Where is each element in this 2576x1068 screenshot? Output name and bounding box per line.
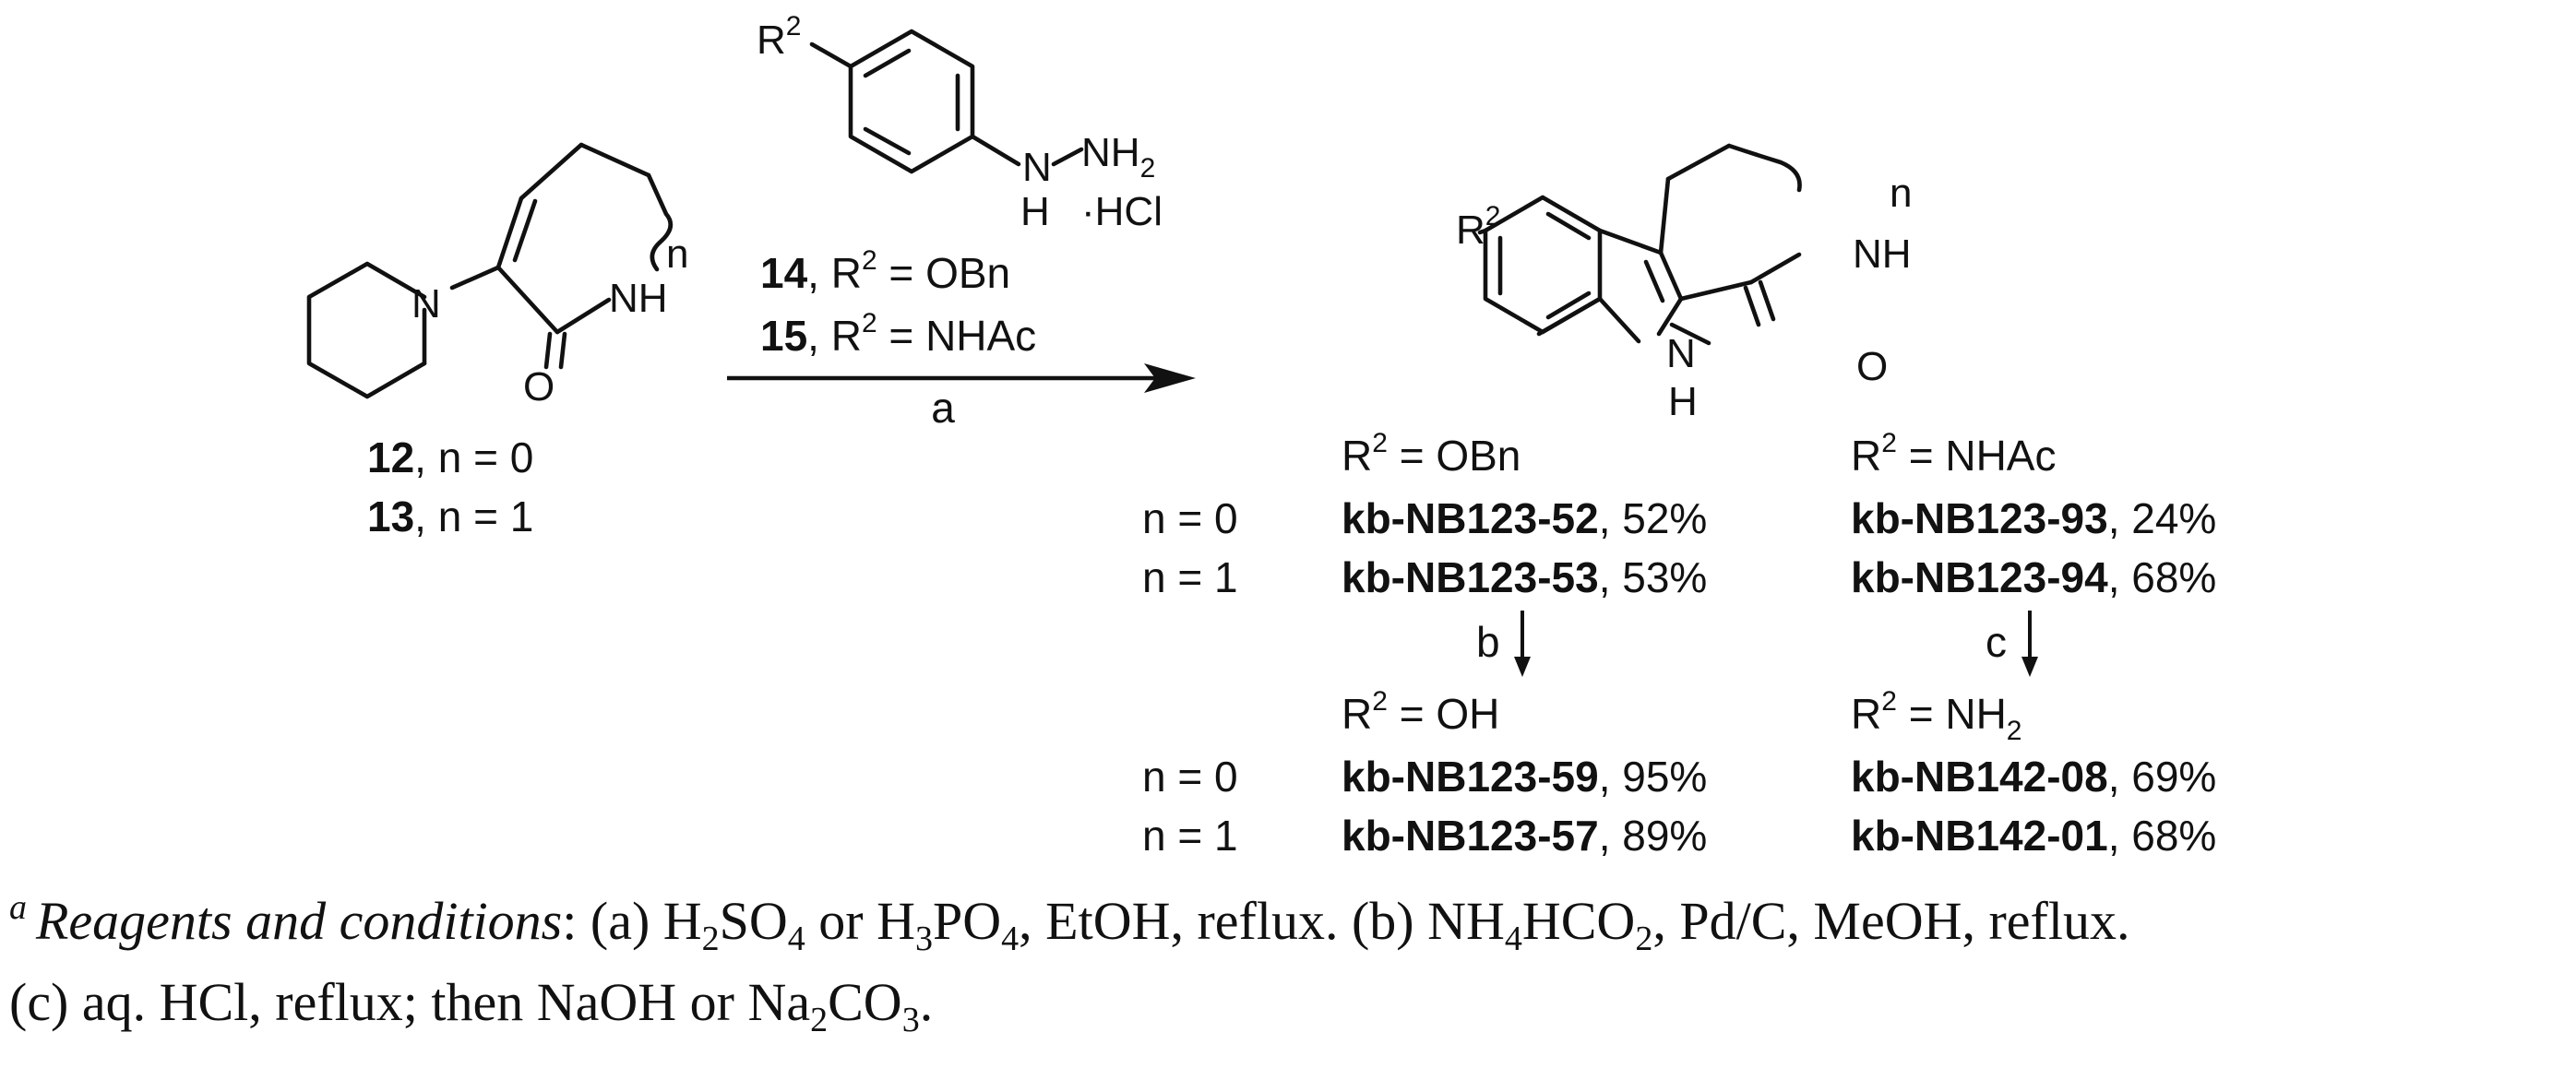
piperidine-ring [306,261,427,399]
step-c-label: c [1986,618,2007,666]
cell-kb-nb142-01: kb-NB142-01, 68% [1851,812,2216,860]
footnote-line-2: (c) aq. HCl, reflux; then NaOH or Na2CO3… [9,972,933,1039]
reactant-amine-label: N [411,281,441,326]
cell-kb-nb123-57: kb-NB123-57, 89% [1342,812,1707,860]
bond-c2-co [1678,279,1754,302]
reagent-r-label: R2 [757,11,801,63]
product-ring-expansion [1726,143,1802,193]
cell-kb-nb123-94: kb-NB123-94, 68% [1851,553,2216,601]
phenyl-inner-3 [863,126,912,156]
reagent-14-label: 14, R2 = OBn [760,245,1010,297]
bond-c5-c6 [578,142,651,178]
product-ring-label: n [1890,171,1912,216]
reactant-ring-label: n [666,231,688,277]
product-structure: R2 n NH N H O [1456,143,1912,424]
cell-kb-nb142-08: kb-NB142-08, 69% [1851,753,2216,801]
header-oh: R2 = OH [1342,686,1499,738]
reactant-nh-label: NH [609,276,668,321]
bond-c2-c3 [495,265,560,335]
cell-kb-nb123-93: kb-NB123-93, 24% [1851,494,2216,542]
reagent-hcl-label: ·HCl [1081,189,1163,234]
bond-co-2 [558,331,567,370]
reagent-h-label: H [1020,189,1050,234]
bond-c3-c2-double [1643,259,1665,303]
step-c-arrow [2021,611,2038,677]
ring-expansion-bond [646,172,674,272]
bond-c3a-c3 [1597,228,1664,255]
bond-n-c3 [449,265,501,291]
bond-nh-c2 [555,297,612,335]
cell-kb-nb123-59: kb-NB123-59, 95% [1342,753,1707,801]
header-nhac: R2 = NHAc [1851,428,2056,480]
reactant-oxygen-label: O [523,364,555,409]
bond-n1-c7a-b [1597,296,1641,344]
bond-n1-c7a [1669,322,1711,346]
bond-co-o-1 [1743,285,1761,327]
reagent-structure: R2 N NH2 H ·HCl [757,11,1163,234]
row-label-n0-top: n = 0 [1142,494,1238,542]
bond-c3-c4-double [512,198,538,263]
benzo-ring-outline [1483,195,1603,335]
bond-co-o-2 [1758,279,1776,322]
step-b-label: b [1476,618,1500,666]
row-label-n1-top: n = 1 [1142,553,1238,601]
reagent-15-label: 15, R2 = NHAc [760,308,1036,360]
product-r-label: R2 [1456,201,1500,253]
product-indole-n: N [1666,331,1696,376]
bond-c3-c4 [495,196,524,270]
bond-ch2-ch2 [1665,143,1732,182]
bond-c4-c5 [519,142,584,201]
phenyl-inner-1 [863,48,912,78]
phenyl-ring [848,29,975,174]
row-label-n0-bottom: n = 0 [1142,753,1238,801]
cell-kb-nb123-53: kb-NB123-53, 53% [1342,553,1707,601]
bond-co-1 [543,331,553,370]
benzo-inner-1 [1545,211,1592,241]
benzo-inner-3 [1545,291,1592,320]
step-b-arrow [1514,611,1531,677]
product-indole-h: H [1668,379,1698,424]
step-a-label: a [931,384,955,432]
product-oxygen-label: O [1856,344,1888,389]
cell-kb-nb123-52: kb-NB123-52, 52% [1342,494,1707,542]
reactant-structure: N NH O n [306,142,688,409]
bond-c2-n1 [1656,296,1684,337]
bond-c3-ch2 [1658,176,1671,255]
row-label-n1-bottom: n = 1 [1142,812,1238,860]
reagent-nh2-label: NH2 [1081,130,1155,184]
product-nh-label: NH [1853,231,1912,277]
bond-r2-benzo [1477,228,1488,235]
reagent-n-label: N [1022,145,1052,190]
bond-nh-nh2 [1051,147,1084,167]
bond-r2-phenyl [809,42,853,69]
header-nh2: R2 = NH2 [1851,686,2021,746]
header-obn: R2 = OBn [1342,428,1521,480]
bond-co-nh [1748,252,1802,285]
reactant-13-label: 13, n = 1 [367,492,533,540]
reaction-arrow [727,363,1196,393]
bond-phenyl-nh [970,134,1021,167]
reactant-12-label: 12, n = 0 [367,433,533,481]
bond-c3-c2 [1658,250,1684,302]
